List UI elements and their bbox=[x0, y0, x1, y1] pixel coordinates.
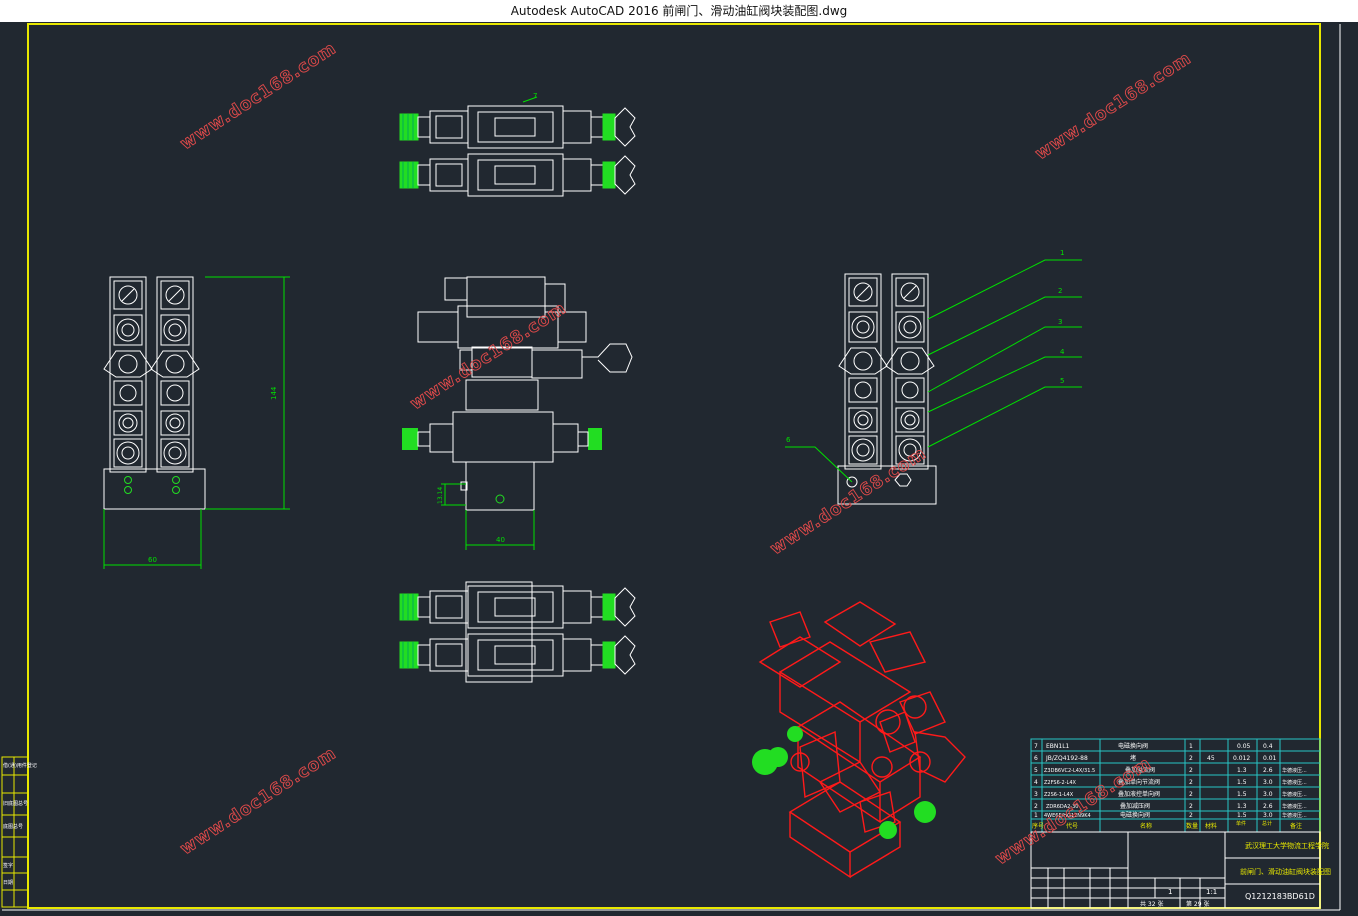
row1-name: 电磁换向阀 bbox=[1120, 811, 1150, 819]
row5-total: 2.6 bbox=[1263, 767, 1273, 774]
balloon-1: 1 bbox=[1060, 249, 1064, 257]
row4-no: 4 bbox=[1034, 779, 1038, 786]
row6-code: JB/ZQ4192-88 bbox=[1045, 755, 1088, 762]
header-total: 总计 bbox=[1262, 820, 1272, 827]
row3-total: 3.0 bbox=[1263, 791, 1273, 798]
row3-unit: 1.5 bbox=[1237, 791, 1247, 798]
header-no: 序号 bbox=[1032, 822, 1044, 830]
row1-no: 1 bbox=[1034, 812, 1038, 819]
header-unit: 单件 bbox=[1236, 820, 1246, 827]
balloon-2: 2 bbox=[1058, 287, 1062, 295]
row6-no: 6 bbox=[1034, 755, 1038, 762]
drawing-svg[interactable]: 借(通)用件登记 旧底图总号 底图总号 签字 日期 7 144 60 bbox=[0, 22, 1358, 912]
balloon-5: 5 bbox=[1060, 377, 1064, 385]
balloon-4: 4 bbox=[1060, 348, 1065, 356]
school-name: 武汉理工大学物流工程学院 bbox=[1245, 841, 1329, 850]
header-code: 代号 bbox=[1066, 822, 1078, 830]
dim-width-left-label: 60 bbox=[148, 556, 157, 564]
row7-qty: 1 bbox=[1189, 743, 1193, 750]
strip-label-5: 底图总号 bbox=[3, 823, 23, 830]
dim-height-label: 144 bbox=[270, 386, 278, 400]
row4-qty: 2 bbox=[1189, 779, 1193, 786]
balloon-leader-7 bbox=[522, 96, 538, 103]
drawing-quantity: 1 bbox=[1168, 888, 1172, 896]
row3-code: Z2S6-1-L4X bbox=[1044, 792, 1074, 798]
drawing-scale: 1:1 bbox=[1206, 888, 1217, 896]
row2-note: 华德液压... bbox=[1282, 803, 1307, 810]
watermark-4: www.doc168.com bbox=[1032, 48, 1195, 164]
row3-qty: 2 bbox=[1189, 791, 1193, 798]
row2-qty: 2 bbox=[1189, 803, 1193, 810]
row5-no: 5 bbox=[1034, 767, 1038, 774]
row5-note: 华德液压... bbox=[1282, 767, 1307, 774]
header-qty: 数量 bbox=[1186, 822, 1198, 830]
row1-qty: 2 bbox=[1189, 812, 1193, 819]
balloon-7: 7 bbox=[533, 92, 537, 100]
row2-code: ZDR6DA2-30 bbox=[1046, 804, 1078, 810]
row7-unit: 0.05 bbox=[1237, 743, 1251, 750]
strip-label-8: 日期 bbox=[3, 880, 13, 886]
isometric-fittings bbox=[752, 726, 936, 839]
parts-table[interactable]: 7 EBN1L1 电磁换向阀 1 0.05 0.4 6 JB/ZQ4192-88… bbox=[1030, 738, 1331, 909]
row4-total: 3.0 bbox=[1263, 779, 1273, 786]
row6-total: 0.01 bbox=[1263, 755, 1277, 762]
bottom-view[interactable] bbox=[399, 581, 636, 683]
drawing-title: 前闸门、滑动油缸阀块装配图 bbox=[1240, 867, 1331, 876]
balloon-6: 6 bbox=[786, 436, 791, 444]
watermark-2: www.doc168.com bbox=[407, 298, 570, 414]
row7-name: 电磁换向阀 bbox=[1118, 742, 1148, 750]
drawing-frame bbox=[27, 23, 1321, 909]
row5-name: 叠加溢流阀 bbox=[1125, 766, 1155, 774]
row7-no: 7 bbox=[1034, 743, 1038, 750]
left-binding-strip: 借(通)用件登记 旧底图总号 底图总号 签字 日期 bbox=[1, 756, 37, 908]
row6-name: 堵 bbox=[1130, 754, 1136, 762]
row7-total: 0.4 bbox=[1263, 743, 1273, 750]
row7-code: EBN1L1 bbox=[1046, 743, 1070, 750]
row4-note: 华德液压... bbox=[1282, 779, 1307, 786]
top-view[interactable]: 7 bbox=[399, 92, 636, 197]
strip-label-7: 签字 bbox=[3, 862, 13, 869]
window-title-bar: Autodesk AutoCAD 2016 前闸门、滑动油缸阀块装配图.dwg bbox=[0, 0, 1358, 22]
dim-width-center-label: 40 bbox=[496, 536, 505, 544]
right-view[interactable]: 1 2 3 4 5 6 bbox=[785, 249, 1082, 505]
balloon-3: 3 bbox=[1058, 318, 1062, 326]
row1-note: 华德液压... bbox=[1282, 812, 1307, 819]
row4-unit: 1.5 bbox=[1237, 779, 1247, 786]
row4-name: 叠加单向节流阀 bbox=[1118, 778, 1160, 786]
center-view[interactable]: 40 13.14 bbox=[402, 276, 633, 550]
header-name: 名称 bbox=[1140, 822, 1152, 830]
sheet-total: 共 32 张 bbox=[1140, 900, 1163, 908]
row2-unit: 1.3 bbox=[1237, 803, 1247, 810]
row2-total: 2.6 bbox=[1263, 803, 1273, 810]
row6-unit: 0.012 bbox=[1233, 755, 1250, 762]
drawing-number: Q1212183BD61D bbox=[1245, 892, 1315, 901]
watermark-5: www.doc168.com bbox=[177, 743, 340, 859]
row2-no: 2 bbox=[1034, 803, 1038, 810]
left-view[interactable]: 144 60 bbox=[103, 276, 290, 569]
isometric-view[interactable] bbox=[758, 601, 966, 879]
row4-code: Z2FS6-2-L4X bbox=[1044, 780, 1077, 786]
header-note: 备注 bbox=[1290, 822, 1302, 830]
row6-qty: 2 bbox=[1189, 755, 1193, 762]
row2-name: 叠加减压阀 bbox=[1120, 802, 1150, 810]
row1-code: 4WE6E/HG12N9K4 bbox=[1044, 813, 1091, 819]
row5-code: Z3DB6VC2-L4X/31.5 bbox=[1044, 768, 1095, 774]
header-material: 材料 bbox=[1205, 822, 1217, 830]
strip-label-3: 旧底图总号 bbox=[3, 800, 28, 807]
row5-unit: 1.3 bbox=[1237, 767, 1247, 774]
row3-note: 华德液压... bbox=[1282, 791, 1307, 798]
watermark-1: www.doc168.com bbox=[177, 38, 340, 154]
row1-total: 3.0 bbox=[1263, 812, 1273, 819]
row5-qty: 2 bbox=[1189, 767, 1193, 774]
row1-unit: 1.5 bbox=[1237, 812, 1247, 819]
strip-label-1: 借(通)用件登记 bbox=[3, 762, 37, 769]
row3-no: 3 bbox=[1034, 791, 1038, 798]
window-title: Autodesk AutoCAD 2016 前闸门、滑动油缸阀块装配图.dwg bbox=[510, 4, 848, 18]
sheet-number: 第 29 张 bbox=[1186, 900, 1209, 908]
row6-mat: 45 bbox=[1207, 755, 1215, 762]
drawing-canvas[interactable]: 借(通)用件登记 旧底图总号 底图总号 签字 日期 7 144 60 bbox=[0, 22, 1358, 912]
dim-small-label: 13.14 bbox=[437, 487, 444, 504]
row3-name: 叠加液控单向阀 bbox=[1118, 790, 1160, 798]
